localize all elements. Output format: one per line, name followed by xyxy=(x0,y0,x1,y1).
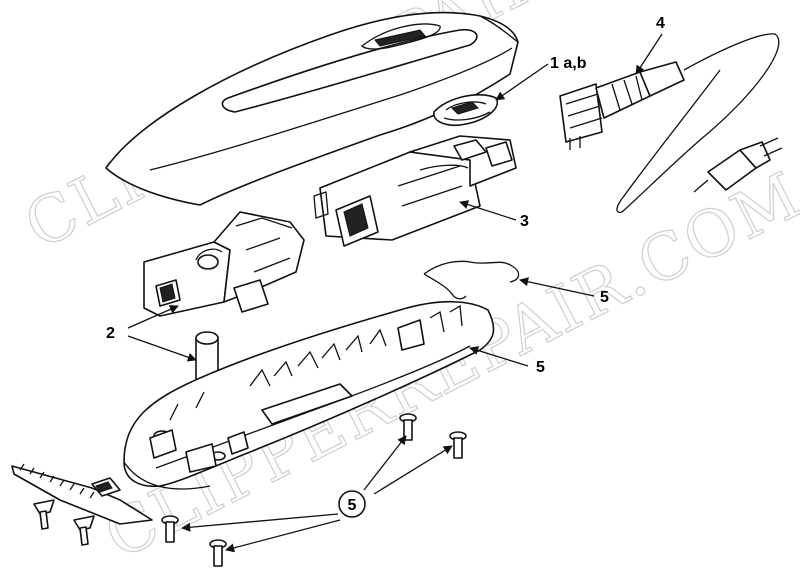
top-cover xyxy=(105,11,519,206)
blade-assembly xyxy=(11,463,153,525)
pivot-block xyxy=(143,211,305,317)
switch-part xyxy=(433,94,499,127)
callout-labels: 1 a,b 4 3 5 5 2 5 xyxy=(106,15,665,518)
screw-blade-right xyxy=(73,515,95,546)
screw-1 xyxy=(399,413,417,441)
screw-set xyxy=(33,413,467,567)
callout-screws-circle xyxy=(338,490,366,518)
callout-motor: 3 xyxy=(520,213,529,230)
callout-cover-switch: 1 a,b xyxy=(550,55,587,72)
callout-spring: 5 xyxy=(600,289,609,306)
screw-4 xyxy=(209,539,227,567)
lower-housing xyxy=(123,300,495,490)
callout-housing: 5 xyxy=(536,359,545,376)
screw-blade-left xyxy=(33,499,55,530)
motor xyxy=(313,135,517,247)
power-cord xyxy=(559,33,783,213)
screw-2 xyxy=(449,431,467,459)
callout-pivot-block: 2 xyxy=(106,325,115,342)
screw-3 xyxy=(161,515,179,543)
spring-clip xyxy=(423,260,520,300)
callout-screws: 5 xyxy=(348,497,357,514)
callout-cord: 4 xyxy=(656,15,665,32)
leader-lines xyxy=(127,33,663,553)
